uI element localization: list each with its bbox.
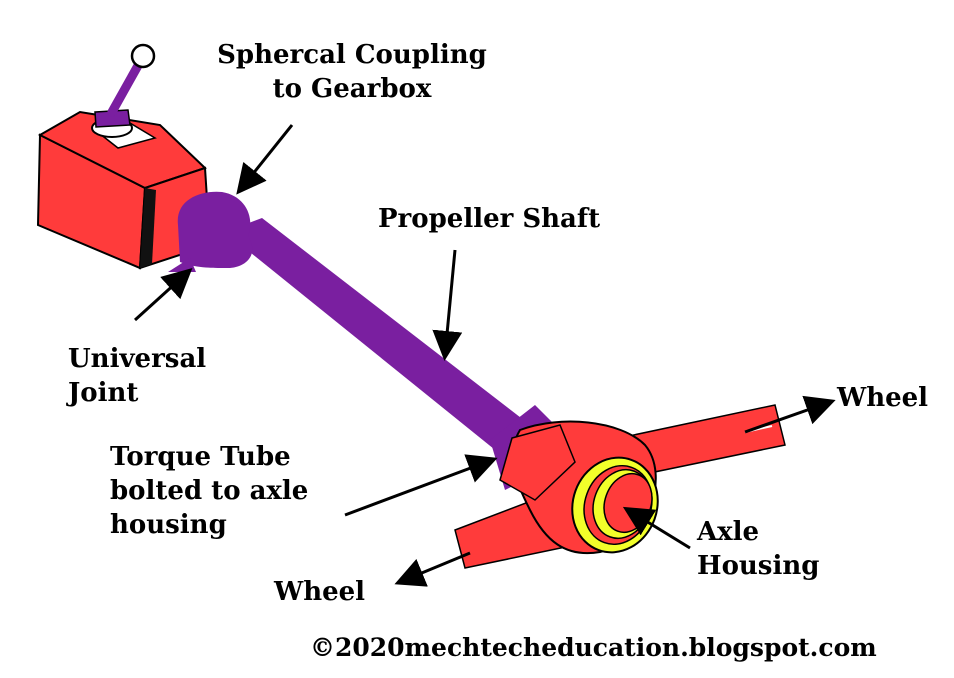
label-propeller-shaft: Propeller Shaft (378, 204, 601, 234)
gear-lever-rod (107, 57, 145, 117)
coupling-arrow (236, 124, 294, 195)
spherical-coupling (177, 191, 253, 268)
propeller-shaft (225, 218, 560, 470)
label-universal-joint-line1: Universal (68, 344, 207, 374)
label-universal-joint-line2: Joint (68, 378, 139, 408)
gearbox-edge-shade (140, 188, 156, 268)
label-axle-housing: Axle Housing (697, 515, 819, 583)
label-torque-tube-line1: Torque Tube (110, 442, 291, 472)
copyright-text: ©2020mechtecheducation.blogspot.com (310, 633, 877, 662)
label-wheel-left: Wheel (274, 577, 366, 607)
label-spherical-coupling-line2: to Gearbox (272, 74, 432, 104)
axle-assembly (454, 404, 786, 569)
gearbox-top-face (37, 110, 207, 190)
label-spherical-coupling: Sphercal Coupling to Gearbox (216, 38, 488, 106)
label-axle-housing-line1: Axle (697, 517, 760, 547)
universal-joint-arrow (133, 267, 193, 322)
torque-tube-arrow (344, 454, 498, 517)
label-torque-tube: Torque Tube bolted to axle housing (110, 440, 308, 542)
left-wheel-arrow (394, 551, 471, 587)
axle-housing-arrow (622, 506, 691, 550)
label-axle-housing-line2: Housing (697, 551, 820, 581)
gearbox (36, 43, 212, 270)
gear-lever-knob (130, 43, 156, 69)
leader-arrows (133, 124, 836, 587)
label-universal-joint: Universal Joint (68, 342, 206, 410)
propeller-shaft-arrow (432, 249, 463, 361)
torque-tube-flange (499, 424, 576, 501)
label-spherical-coupling-line1: Sphercal Coupling (217, 40, 487, 70)
label-torque-tube-line2: bolted to axle (110, 476, 309, 506)
label-wheel-right: Wheel (837, 383, 929, 413)
right-wheel-arrow (744, 395, 836, 434)
label-torque-tube-line3: housing (110, 510, 227, 540)
